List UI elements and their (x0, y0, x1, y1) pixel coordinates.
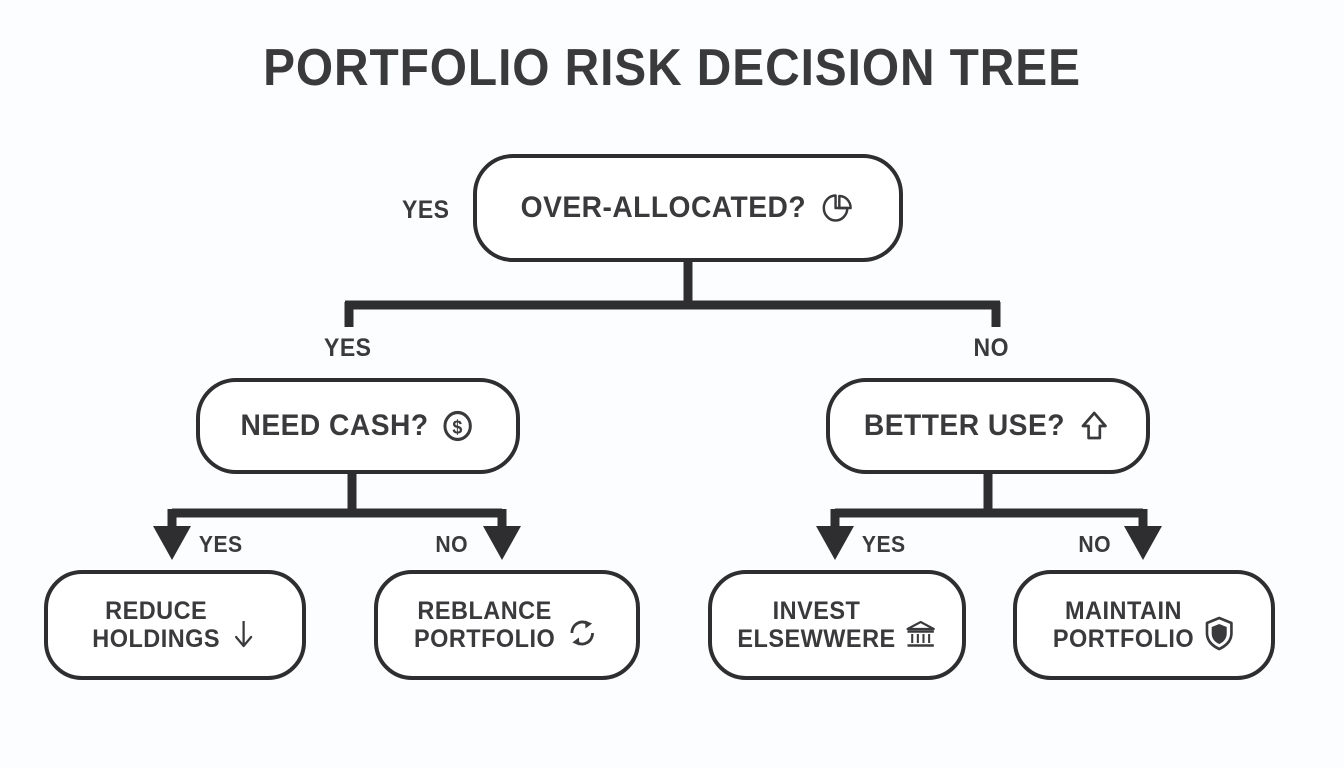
branch-label-root-no: NO (973, 334, 1009, 362)
node-better-use-label: BETTER USE? (863, 409, 1066, 442)
node-invest-elsewwere[interactable]: INVEST ELSEWWERE (708, 570, 966, 680)
arrowhead-left-no (483, 526, 521, 560)
arrowhead-right-no (1124, 526, 1162, 560)
branch-label-right-no: NO (1078, 531, 1112, 557)
arrow-down-icon (229, 617, 257, 651)
node-invest-elsewwere-line2: ELSEWWERE (737, 625, 896, 653)
node-reblance-portfolio[interactable]: REBLANCE PORTFOLIO (374, 570, 640, 680)
arrowhead-left-yes (153, 526, 191, 560)
node-over-allocated-label: OVER-ALLOCATED? (520, 191, 807, 224)
arrowhead-right-yes (816, 526, 854, 560)
node-need-cash[interactable]: NEED CASH? $ (196, 378, 520, 474)
node-maintain-portfolio-line2: PORTFOLIO (1052, 625, 1194, 653)
root-side-label: YES (402, 196, 450, 224)
node-maintain-portfolio-line1: MAINTAIN (1064, 597, 1182, 625)
node-reblance-portfolio-line1: REBLANCE (417, 597, 552, 625)
dollar-circle-icon: $ (440, 407, 476, 445)
pie-chart-icon (818, 188, 856, 228)
page-title: PORTFOLIO RISK DECISION TREE (263, 39, 1081, 97)
node-reduce-holdings[interactable]: REDUCE HOLDINGS (44, 570, 306, 680)
node-maintain-portfolio[interactable]: MAINTAIN PORTFOLIO (1013, 570, 1275, 680)
node-reduce-holdings-line1: REDUCE (105, 597, 208, 625)
node-invest-elsewwere-line1: INVEST (772, 597, 861, 625)
node-reduce-holdings-line2: HOLDINGS (92, 625, 221, 653)
branch-label-left-yes: YES (198, 531, 243, 557)
svg-text:$: $ (452, 416, 462, 438)
node-over-allocated[interactable]: OVER-ALLOCATED? (473, 154, 903, 262)
branch-label-right-yes: YES (861, 531, 906, 557)
branch-label-left-no: NO (435, 531, 469, 557)
shield-icon (1203, 614, 1235, 652)
node-better-use[interactable]: BETTER USE? (826, 378, 1150, 474)
node-reblance-portfolio-line2: PORTFOLIO (413, 625, 556, 653)
node-need-cash-label: NEED CASH? (240, 409, 429, 442)
branch-label-root-yes: YES (324, 334, 372, 362)
refresh-icon (564, 614, 600, 652)
arrow-up-outline-icon (1076, 407, 1112, 445)
bank-icon (905, 619, 937, 651)
